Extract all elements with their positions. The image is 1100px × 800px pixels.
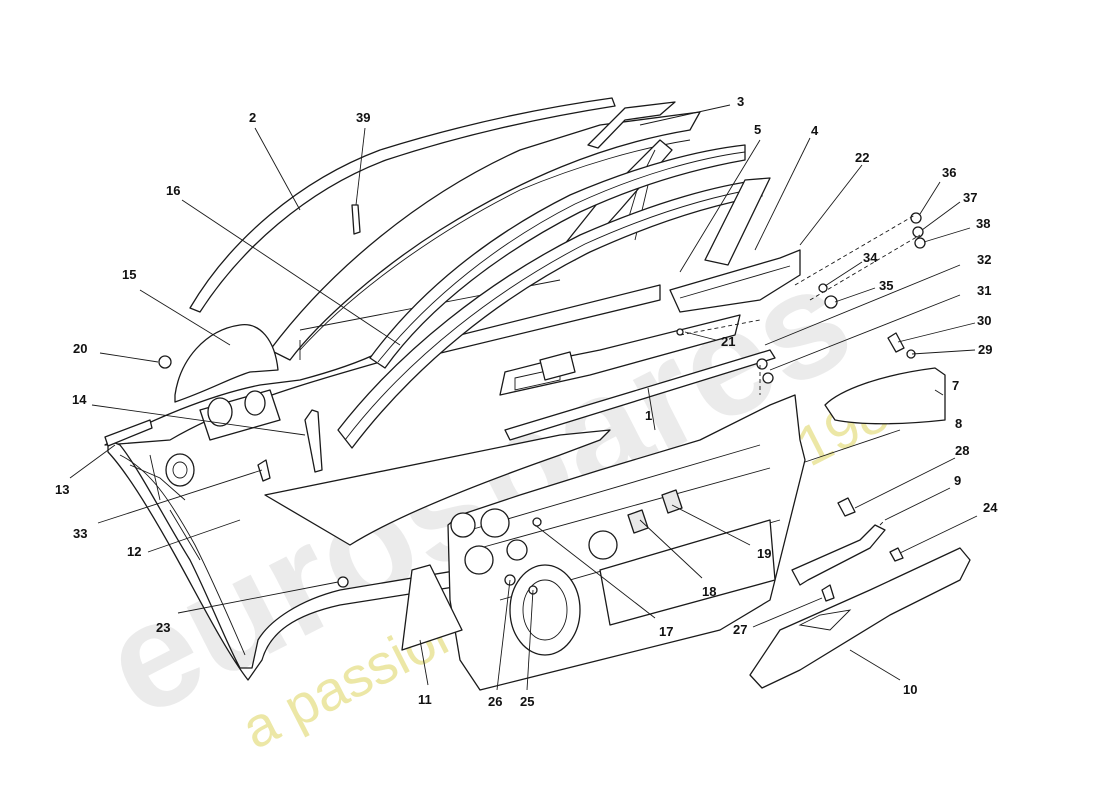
callout-36: 36 xyxy=(942,165,956,180)
callout-32: 32 xyxy=(977,252,991,267)
leader-lines xyxy=(69,104,978,691)
callout-21: 21 xyxy=(721,334,735,349)
callout-4: 4 xyxy=(811,123,819,138)
callout-17: 17 xyxy=(659,624,673,639)
callout-1: 1 xyxy=(645,408,652,423)
callout-11: 11 xyxy=(418,692,432,707)
callout-24: 24 xyxy=(983,500,998,515)
callout-20: 20 xyxy=(73,341,87,356)
callout-15: 15 xyxy=(122,267,136,282)
callout-29: 29 xyxy=(978,342,992,357)
callout-19: 19 xyxy=(757,546,771,561)
callout-35: 35 xyxy=(879,278,893,293)
callout-labels: 1 2 3 4 5 7 8 9 10 11 12 13 14 15 16 17 … xyxy=(55,94,998,709)
callout-9: 9 xyxy=(954,473,961,488)
callout-30: 30 xyxy=(977,313,991,328)
part-pocket xyxy=(599,519,776,626)
callout-39: 39 xyxy=(356,110,370,125)
part-15-mirror xyxy=(174,324,279,403)
callout-3: 3 xyxy=(737,94,744,109)
callout-12: 12 xyxy=(127,544,141,559)
part-7-armrest-pad xyxy=(824,367,946,425)
part-2-roof-trim xyxy=(189,97,616,313)
callout-13: 13 xyxy=(55,482,69,497)
callout-27: 27 xyxy=(733,622,747,637)
part-22-lower-rail xyxy=(669,249,801,313)
callout-10: 10 xyxy=(903,682,917,697)
callout-26: 26 xyxy=(488,694,502,709)
part-13-trim xyxy=(104,419,153,447)
part-11-lower-trim xyxy=(401,564,463,651)
callout-34: 34 xyxy=(863,250,878,265)
part-12-beltline-trim xyxy=(264,429,611,546)
part-1-trim-strip xyxy=(504,349,776,441)
callout-38: 38 xyxy=(976,216,990,231)
part-16-glass-channel xyxy=(369,144,746,369)
callout-25: 25 xyxy=(520,694,534,709)
callout-14: 14 xyxy=(72,392,87,407)
callout-2: 2 xyxy=(249,110,256,125)
part-9-bracket xyxy=(791,524,886,586)
part-4-vertical-seal xyxy=(704,177,771,266)
callout-23: 23 xyxy=(156,620,170,635)
callout-22: 22 xyxy=(855,150,869,165)
callout-18: 18 xyxy=(702,584,716,599)
part-10-armrest xyxy=(749,547,971,689)
part-14-post xyxy=(304,409,323,473)
callout-31: 31 xyxy=(977,283,991,298)
callout-37: 37 xyxy=(963,190,977,205)
callout-28: 28 xyxy=(955,443,969,458)
callout-8: 8 xyxy=(955,416,962,431)
part-39-clip xyxy=(351,204,361,235)
part-3-upper-channel xyxy=(587,101,676,149)
callout-16: 16 xyxy=(166,183,180,198)
callout-33: 33 xyxy=(73,526,87,541)
callout-7: 7 xyxy=(952,378,959,393)
callout-5: 5 xyxy=(754,122,761,137)
door-shell xyxy=(104,111,701,681)
part-bezel xyxy=(539,351,576,381)
